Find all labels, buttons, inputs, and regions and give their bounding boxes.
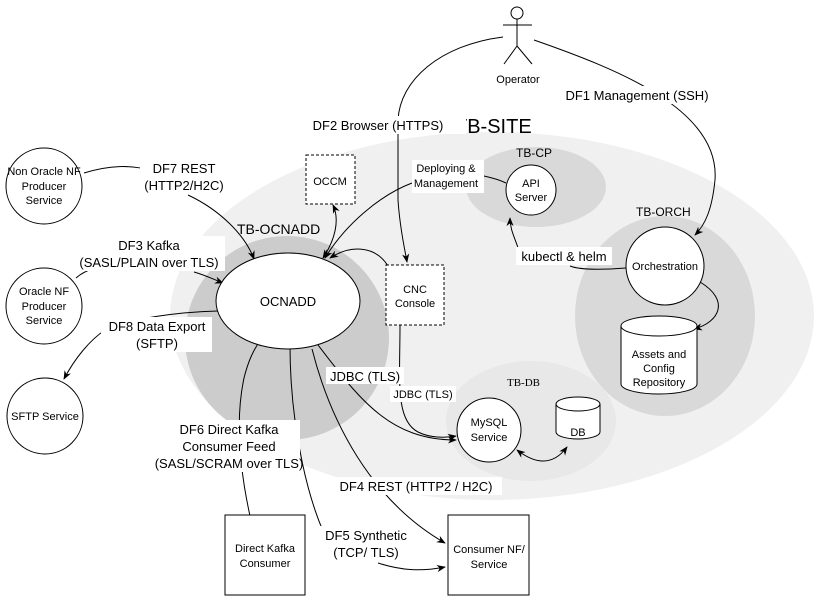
node-repo-label-2: Config — [643, 363, 675, 375]
edge-label-df4: DF4 REST (HTTP2 / H2C) — [340, 479, 493, 494]
node-mysql-label-2: Service — [471, 432, 508, 444]
node-occm[interactable] — [305, 154, 356, 205]
node-oracle-label-1: Oracle NF — [19, 286, 69, 298]
node-non-oracle-producer[interactable] — [5, 147, 83, 225]
node-cnc-console[interactable] — [385, 264, 445, 326]
edge-label-df2: DF2 Browser (HTTPS) — [313, 118, 444, 133]
node-repo-label-1: Assets and — [632, 349, 686, 361]
node-mysql-service[interactable] — [456, 397, 522, 463]
zone-label-tb-orch: TB-ORCH — [636, 205, 691, 219]
node-api-label-2: Server — [515, 192, 548, 204]
node-api-label-1: API — [522, 178, 540, 190]
edge-label-df7-2: (HTTP2/H2C) — [144, 178, 223, 193]
edge-jdbc2 — [399, 324, 457, 441]
node-non-oracle-label-2: Producer — [22, 181, 67, 193]
node-db[interactable] — [555, 396, 601, 440]
node-cnc-label-2: Console — [395, 298, 435, 310]
edge-df2 — [397, 36, 504, 263]
edge-label-deploy-1: Deploying & — [416, 163, 476, 175]
node-direct-kafka-consumer[interactable] — [224, 514, 306, 596]
edge-kubectl — [510, 218, 627, 270]
edge-label-df8-2: (SFTP) — [136, 336, 178, 351]
node-repo-label-3: Repository — [633, 377, 686, 389]
node-ocnadd-label: OCNADD — [260, 294, 316, 309]
node-oracle-label-2: Producer — [22, 301, 67, 313]
node-sftp-label: SFTP Service — [11, 411, 79, 423]
edge-label-df8-1: DF8 Data Export — [109, 319, 206, 334]
edge-label-df3-1: DF3 Kafka — [118, 238, 180, 253]
node-direct-kafka-label-1: Direct Kafka — [235, 543, 296, 555]
node-cnc-label-1: CNC — [403, 284, 427, 296]
edge-label-df5-2: (TCP/ TLS) — [333, 545, 399, 560]
node-mysql-label-1: MySQL — [471, 417, 508, 429]
operator-label: Operator — [496, 74, 540, 86]
node-orchestration[interactable] — [625, 226, 705, 306]
node-sftp-service[interactable] — [6, 377, 84, 455]
edge-label-df6-2: Consumer Feed — [182, 439, 275, 454]
edge-label-deploy-2: Management — [414, 178, 478, 190]
edge-label-df3-2: (SASL/PLAIN over TLS) — [79, 255, 218, 270]
zone-label-tb-site: TB-SITE — [455, 116, 532, 138]
edge-label-df6-3: (SASL/SCRAM over TLS) — [155, 456, 304, 471]
edge-orch-repo — [693, 281, 719, 331]
node-api-server[interactable] — [505, 164, 557, 216]
edge-jdbc1 — [317, 344, 457, 444]
zone-label-tb-cp: TB-CP — [516, 146, 552, 160]
node-consumer-nf-service[interactable] — [447, 514, 530, 596]
edge-label-df7-1: DF7 REST — [153, 161, 216, 176]
node-ocnadd[interactable] — [215, 252, 361, 350]
node-db-label: DB — [570, 427, 585, 439]
edge-df1 — [533, 39, 716, 236]
edge-label-df1: DF1 Management (SSH) — [565, 88, 708, 103]
edge-label-jdbc-1: JDBC (TLS) — [330, 369, 400, 384]
edge-deploy-api — [483, 175, 507, 184]
edge-deploy — [324, 182, 413, 259]
edge-label-jdbc-2: JDBC (TLS) — [393, 389, 452, 401]
zone-label-tb-ocnadd: TB-OCNADD — [237, 221, 320, 237]
edge-label-df6-1: DF6 Direct Kafka — [180, 422, 280, 437]
operator-actor-icon — [503, 6, 533, 65]
node-consumer-nf-label-1: Consumer NF/ — [453, 544, 525, 556]
edge-df4 — [311, 348, 446, 544]
node-occm-label: OCCM — [313, 176, 347, 188]
edge-label-df5-1: DF5 Synthetic — [325, 528, 407, 543]
node-consumer-nf-label-2: Service — [471, 559, 508, 571]
edge-mysql-db — [516, 446, 568, 462]
node-orchestration-label: Orchestration — [632, 261, 698, 273]
node-direct-kafka-label-2: Consumer — [240, 558, 291, 570]
node-oracle-producer[interactable] — [5, 267, 83, 345]
edge-df6 — [238, 337, 263, 517]
node-non-oracle-label-3: Service — [26, 195, 63, 207]
node-assets-config-repository[interactable] — [620, 315, 698, 395]
edge-label-kubectl: kubectl & helm — [521, 249, 606, 264]
edge-cnc-ocnadd — [329, 248, 389, 267]
zone-label-tb-db: TB-DB — [507, 377, 540, 389]
node-non-oracle-label-1: Non Oracle NF — [7, 166, 81, 178]
node-oracle-label-3: Service — [26, 315, 63, 327]
